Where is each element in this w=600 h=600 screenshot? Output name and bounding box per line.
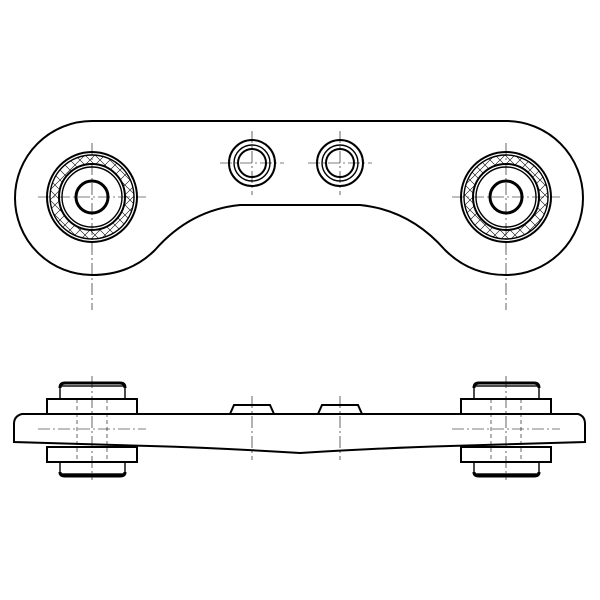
centerlines-top [38,131,560,310]
plate-side [13,413,586,455]
centerlines-side [38,376,560,480]
link-outline [14,120,584,277]
top-view [14,120,584,310]
side-view [13,376,586,480]
bushing-right-top [460,151,552,243]
